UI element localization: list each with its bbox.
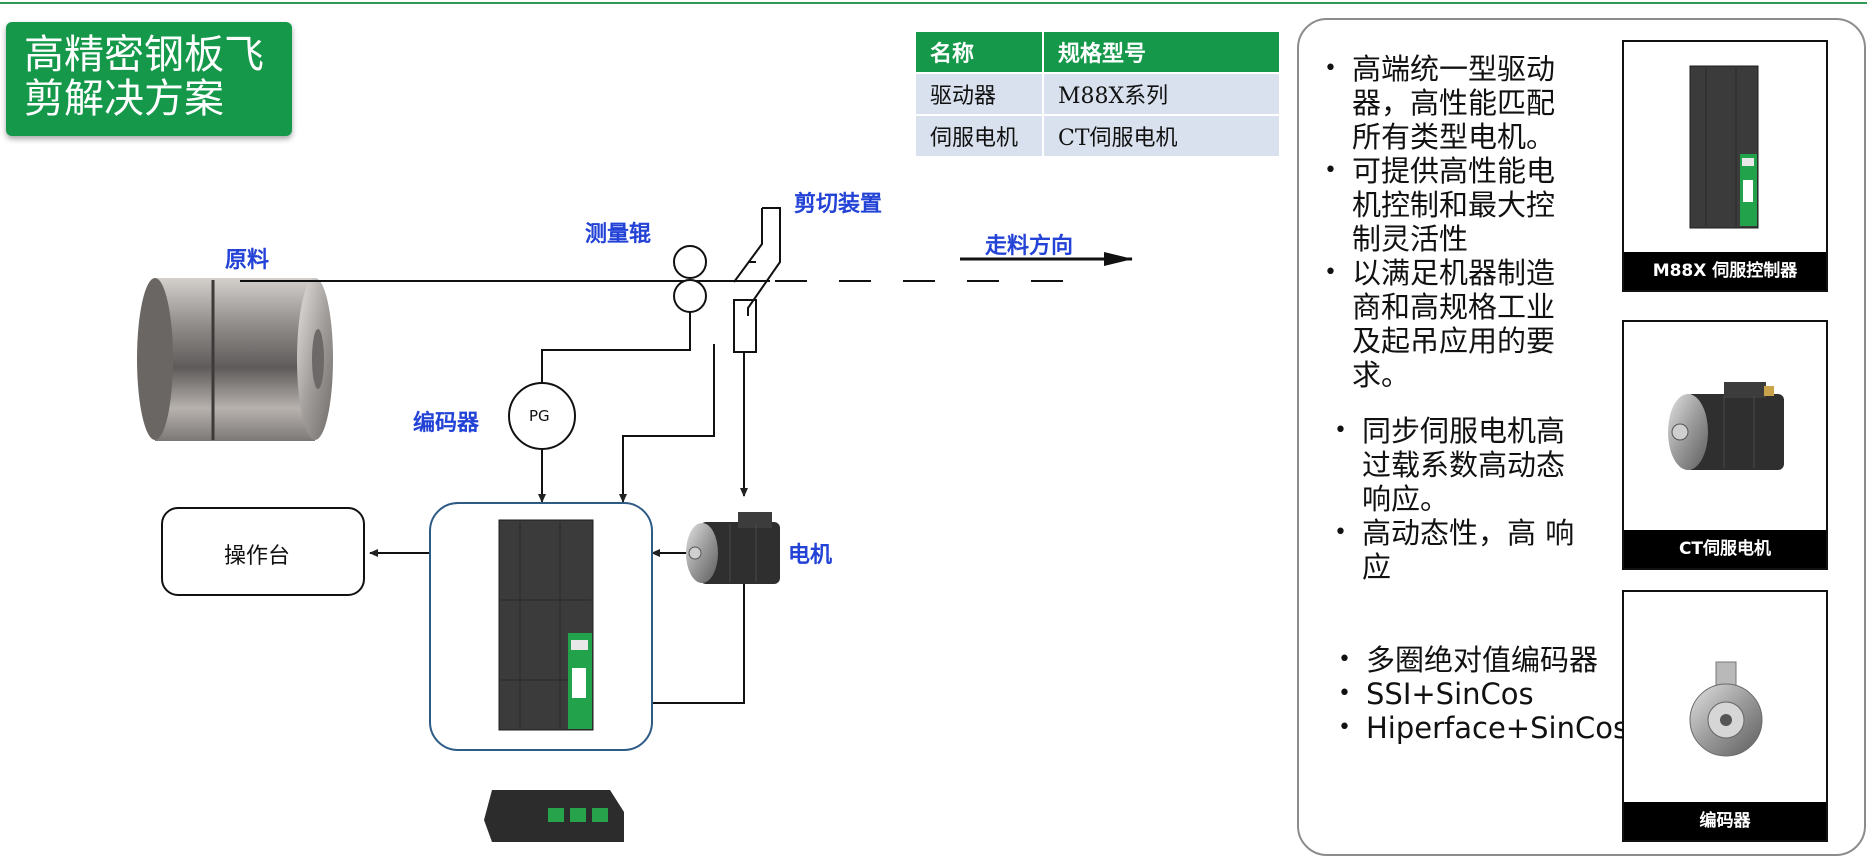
caption-motor: CT伺服电机 [1624,530,1826,568]
product-card-motor: CT伺服电机 [1622,320,1828,570]
title-line-1: 高精密钢板飞 [24,32,264,78]
row-motor-model: CT伺服电机 [1042,114,1281,158]
list-item: 高端统一型驱动器，高性能匹配所有类型电机。 [1322,52,1582,154]
title-line-2: 剪解决方案 [24,76,224,122]
header-name: 名称 [914,30,1044,74]
measuring-roller-top [673,245,707,279]
steel-coil [137,278,333,441]
measuring-roller-bottom [673,279,707,313]
list-item: 同步伺服电机高过载系数高动态响应。 [1332,414,1590,516]
drive-features: 高端统一型驱动器，高性能匹配所有类型电机。 可提供高性能电机控制和最大控制灵活性… [1322,52,1582,392]
list-item: 高动态性，高 响应 [1332,516,1590,584]
label-cutting-device: 剪切装置 [794,192,883,217]
table-row: 驱动器 M88X系列 [914,72,1281,116]
spec-table-header: 名称 规格型号 [914,30,1281,74]
console-box [161,507,365,596]
caption-encoder: 编码器 [1624,802,1826,840]
label-measuring-roller: 测量辊 [585,222,652,247]
title-banner: 高精密钢板飞 剪解决方案 [6,22,292,136]
drive-unit [498,519,594,731]
process-diagram [137,207,1133,842]
list-item: SSI+SinCos [1336,677,1606,711]
row-drive-name: 驱动器 [914,72,1044,116]
row-drive-model: M88X系列 [1042,72,1281,116]
list-item: Hiperface+SinCos [1336,711,1628,745]
label-encoder: 编码器 [413,411,480,436]
wiring [369,312,748,704]
label-raw-material: 原料 [225,248,270,273]
motor-image [1668,382,1784,470]
header-model: 规格型号 [1042,30,1281,74]
drive-image [1689,65,1759,229]
label-motor: 电机 [788,543,833,568]
list-item: 多圈绝对值编码器 [1336,643,1606,677]
label-feed-direction: 走料方向 [985,234,1074,259]
list-item: 以满足机器制造商和高规格工业及起吊应用的要求。 [1322,256,1582,392]
row-motor-name: 伺服电机 [914,114,1044,158]
servo-motor [686,512,780,584]
encoder-features: 多圈绝对值编码器 SSI+SinCos Hiperface+SinCos [1336,643,1628,745]
caption-drive: M88X 伺服控制器 [1624,252,1826,290]
product-card-drive: M88X 伺服控制器 [1622,40,1828,292]
label-pg: PG [529,407,550,425]
label-console: 操作台 [224,544,291,569]
option-module [484,790,624,842]
list-item: 可提供高性能电机控制和最大控制灵活性 [1322,154,1582,256]
top-rule [0,2,1867,4]
spec-table: 名称 规格型号 驱动器 M88X系列 伺服电机 CT伺服电机 [914,30,1281,158]
product-card-encoder: 编码器 [1622,590,1828,842]
motor-features: 同步伺服电机高过载系数高动态响应。 高动态性，高 响应 [1332,414,1590,584]
encoder-image [1689,661,1763,757]
table-row: 伺服电机 CT伺服电机 [914,114,1281,158]
